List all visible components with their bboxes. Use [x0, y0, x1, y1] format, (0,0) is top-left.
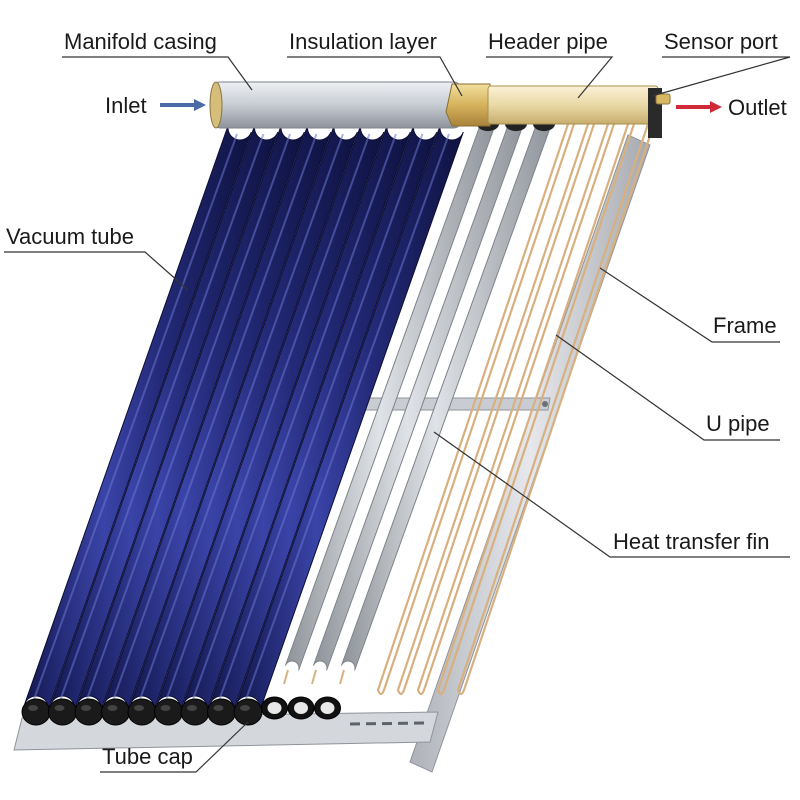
- tube-cap: [155, 699, 183, 725]
- tube-cap-shine: [161, 705, 171, 711]
- vacuum-tube-group: [25, 124, 464, 712]
- label-heat-transfer-fin: Heat transfer fin: [613, 531, 770, 553]
- tube-cap-shine: [240, 705, 250, 711]
- tube-cap-opening: [294, 702, 308, 714]
- label-outlet: Outlet: [728, 97, 787, 119]
- tube-cap-shine: [187, 705, 197, 711]
- tube-cap: [181, 699, 209, 725]
- insulation-layer: [446, 84, 490, 126]
- label-vacuum-tube: Vacuum tube: [6, 226, 134, 248]
- tube-cap-shine: [28, 705, 38, 711]
- label-header-pipe: Header pipe: [488, 31, 608, 53]
- manifold-end-cap: [210, 82, 222, 128]
- fin-pipe-stub: [312, 670, 316, 684]
- tube-cap-shine: [55, 705, 65, 711]
- label-frame: Frame: [713, 315, 777, 337]
- label-insulation-layer: Insulation layer: [289, 31, 437, 53]
- tube-cap: [75, 699, 103, 725]
- tube-cap-shine: [214, 705, 224, 711]
- tube-cap: [49, 699, 77, 725]
- tube-cap-shine: [134, 705, 144, 711]
- label-tube-cap: Tube cap: [102, 746, 193, 768]
- inlet-arrow-head: [194, 99, 206, 111]
- tube-cap-shine: [81, 705, 91, 711]
- frame-bolt-cross: [542, 401, 548, 407]
- leader-sensor-port: [652, 57, 790, 96]
- fin-pipe-stub: [284, 670, 288, 684]
- tube-cap-opening: [321, 702, 335, 714]
- tube-cap: [102, 699, 130, 725]
- fin-pipe-stub: [340, 670, 344, 684]
- label-inlet: Inlet: [105, 95, 147, 117]
- label-u-pipe: U pipe: [706, 413, 770, 435]
- tube-cap-shine: [108, 705, 118, 711]
- outlet-arrow-head: [710, 101, 722, 113]
- tube-cap: [22, 699, 50, 725]
- tube-cap: [208, 699, 236, 725]
- tube-cap: [234, 699, 262, 725]
- tube-cap-opening: [268, 702, 282, 714]
- sensor-port: [656, 94, 670, 104]
- header-pipe: [488, 86, 658, 124]
- label-manifold-casing: Manifold casing: [64, 31, 217, 53]
- label-sensor-port: Sensor port: [664, 31, 778, 53]
- leader-vacuum-tube: [4, 252, 188, 290]
- tube-cap: [128, 699, 156, 725]
- manifold-assembly: [160, 82, 722, 138]
